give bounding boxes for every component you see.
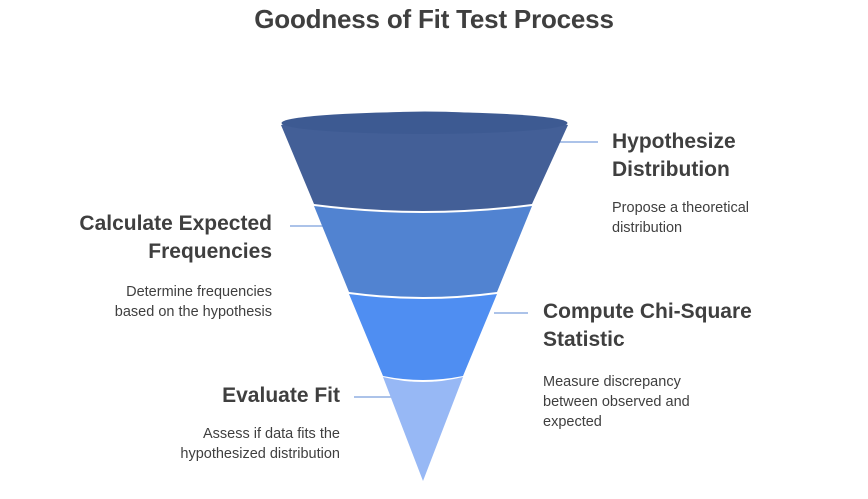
stage-desc-line: expected [543, 414, 602, 430]
stage-desc-compute: Measure discrepancy between observed and… [543, 372, 690, 432]
stage-desc-line: distribution [612, 220, 683, 236]
stage-desc-calculate: Determine frequencies based on the hypot… [115, 282, 272, 322]
funnel-stage-calculate [314, 206, 532, 297]
stage-desc-hypothesize: Propose a theoretical distribution [612, 198, 749, 238]
stage-title-line: Hypothesize [612, 130, 736, 153]
stage-desc-line: Propose a theoretical [612, 200, 750, 216]
stage-title-line: Frequencies [148, 240, 272, 263]
funnel-stage-compute [349, 294, 497, 380]
stage-label-hypothesize: Hypothesize Distribution [612, 128, 736, 184]
stage-desc-line: hypothesized distribution [180, 446, 340, 462]
diagram-title: Goodness of Fit Test Process [254, 4, 614, 34]
stage-title-line: Distribution [612, 158, 730, 181]
stage-desc-line: Determine frequencies [126, 284, 272, 300]
stage-title-line: Evaluate Fit [222, 384, 340, 407]
stage-title-line: Calculate Expected [79, 212, 272, 235]
funnel-stage-evaluate [383, 377, 463, 481]
stage-desc-line: Assess if data fits the [202, 426, 340, 442]
stage-title-line: Statistic [543, 328, 625, 351]
stage-desc-line: based on the hypothesis [114, 304, 272, 320]
stage-desc-line: between observed and [543, 394, 690, 410]
stage-label-evaluate: Evaluate Fit [222, 382, 340, 410]
stage-label-calculate: Calculate Expected Frequencies [79, 210, 272, 266]
stage-title-line: Compute Chi-Square [543, 300, 752, 323]
stage-desc-evaluate: Assess if data fits the hypothesized dis… [180, 424, 340, 464]
stage-desc-line: Measure discrepancy [543, 374, 681, 390]
stage-label-compute: Compute Chi-Square Statistic [543, 298, 752, 354]
funnel-stage-hypothesize [281, 111, 568, 211]
funnel-top-rim [281, 112, 568, 134]
